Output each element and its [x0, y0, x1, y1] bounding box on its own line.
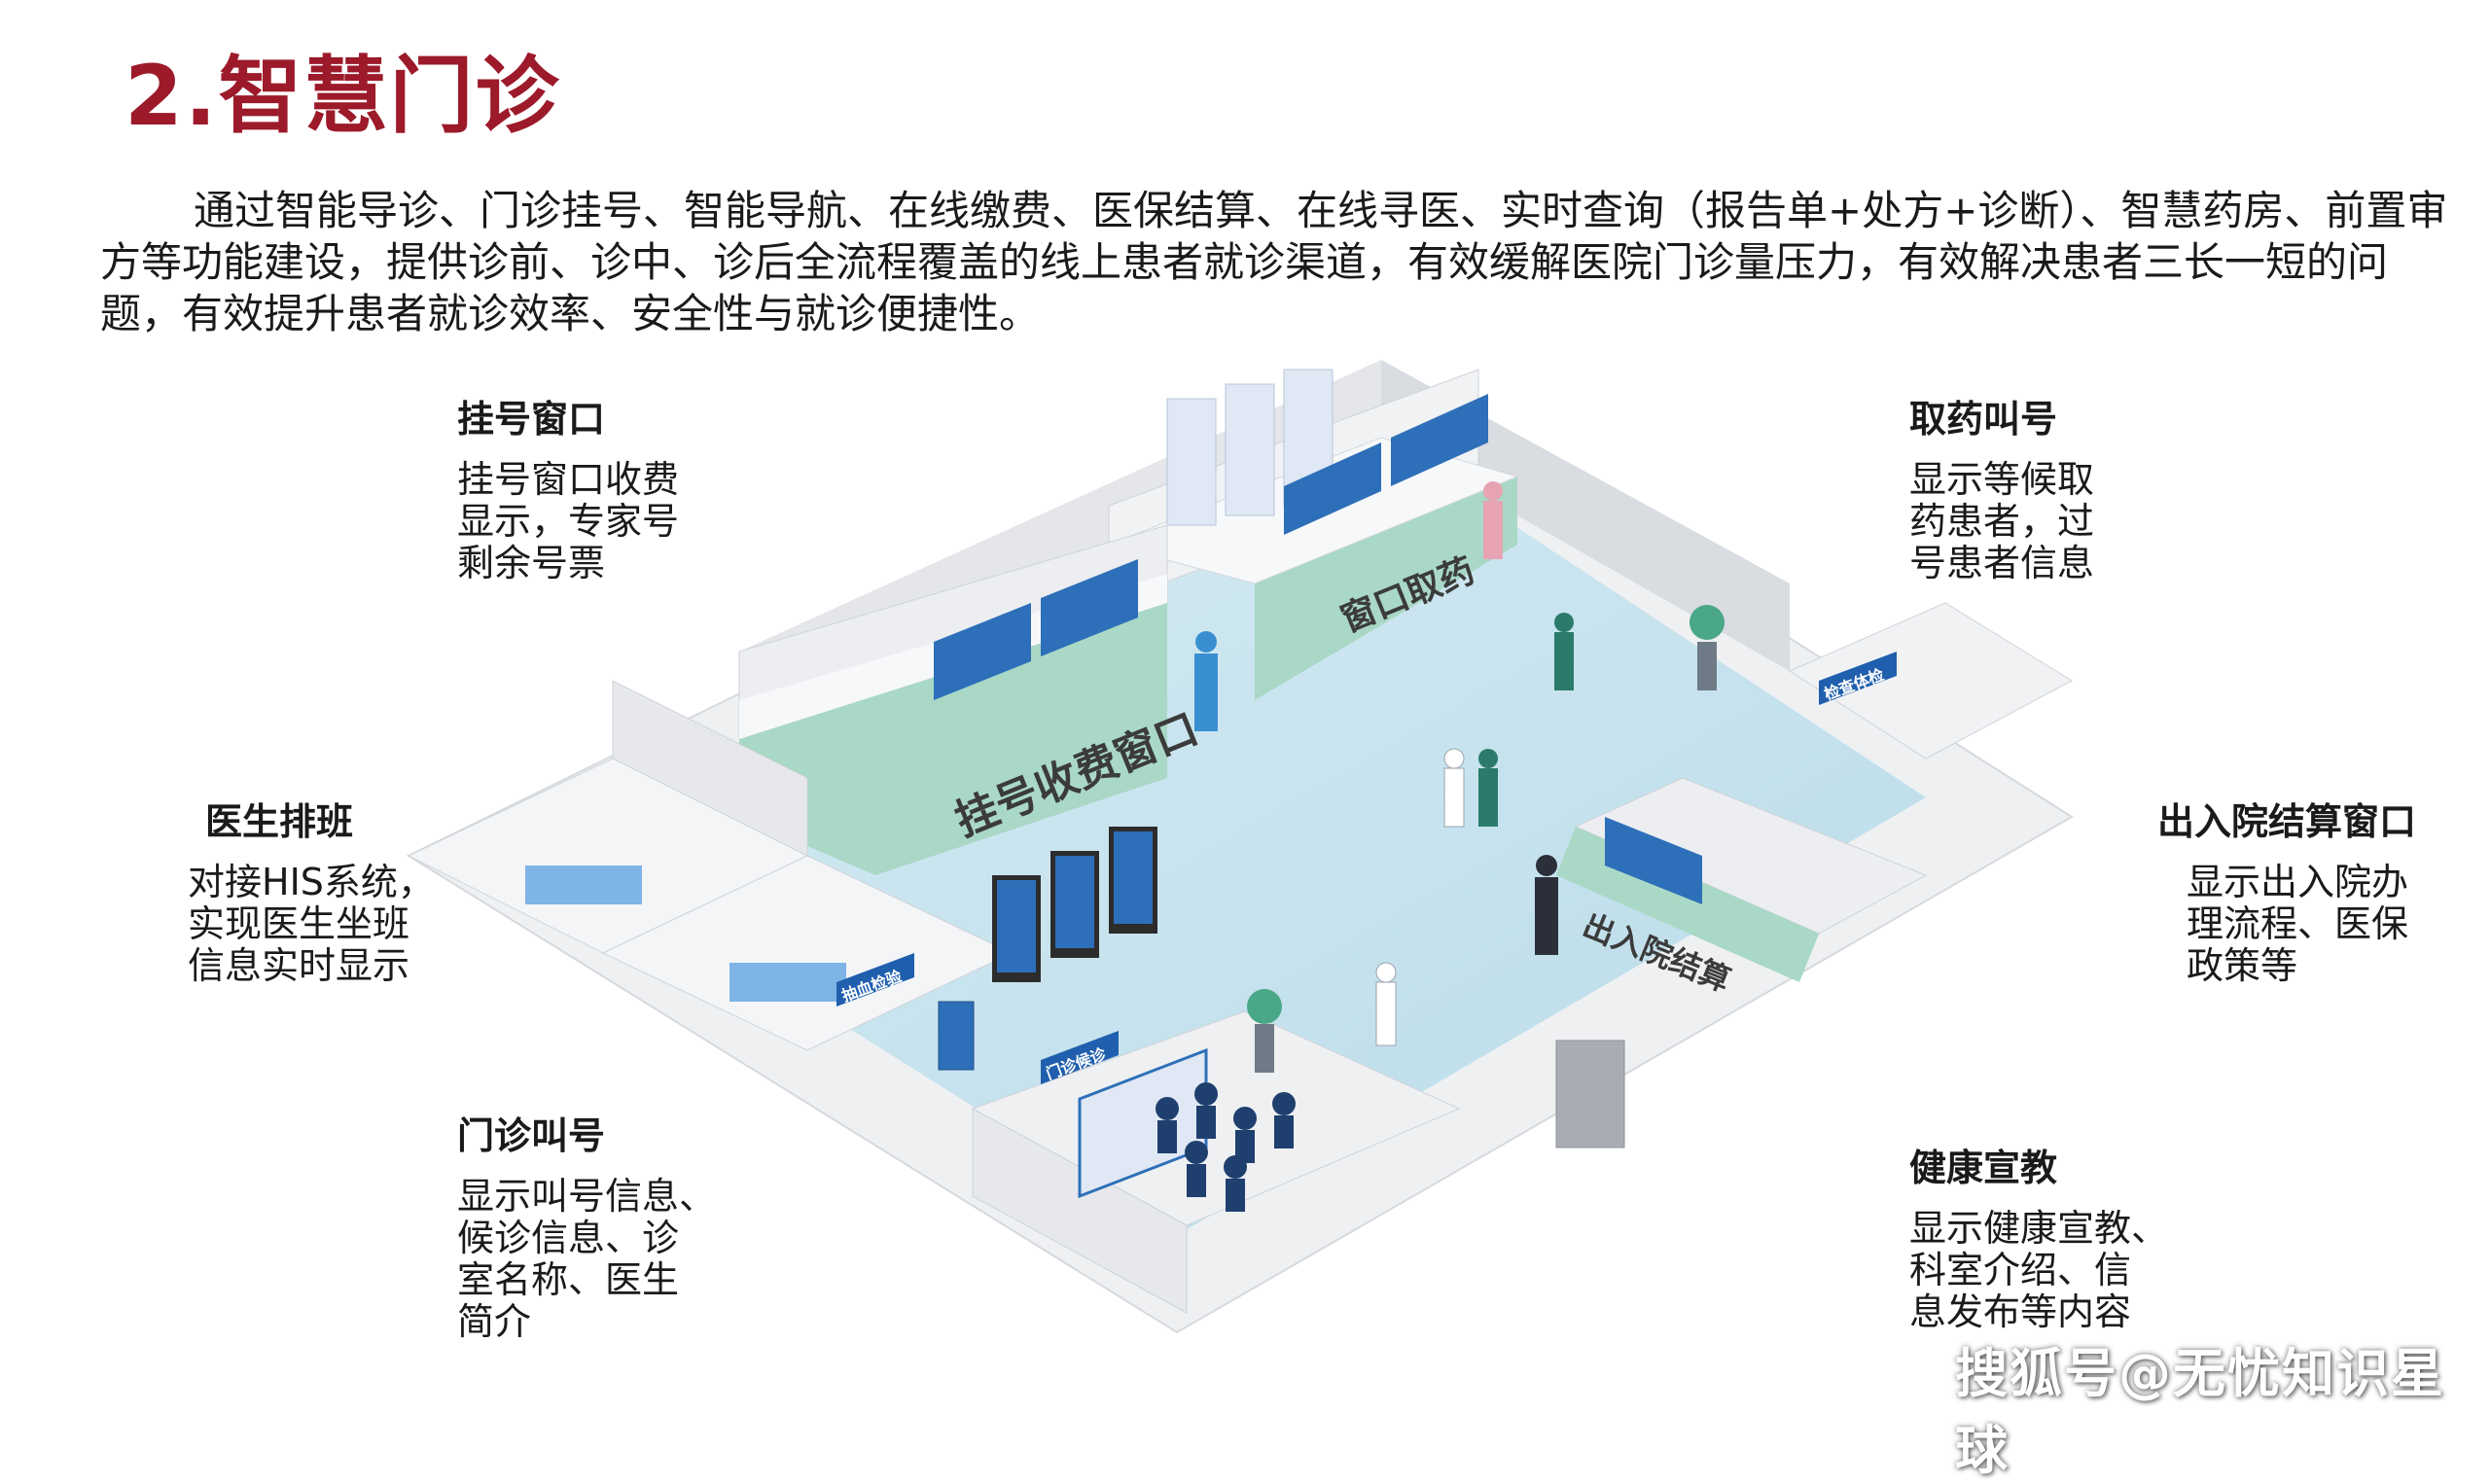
callout-health-title: 健康宣教: [1909, 1147, 2058, 1189]
callout-health-text: 显示健康宣教、 科室介绍、信 息发布等内容: [1909, 1207, 2169, 1333]
corridor-door: [1555, 1040, 1625, 1148]
callout-pharmacy-text: 显示等候取 药患者，过 号患者信息: [1909, 458, 2095, 584]
callout-health-education: 健康宣教 显示健康宣教、 科室介绍、信 息发布等内容: [1909, 1146, 2168, 1333]
desk-2: [729, 963, 846, 1002]
callout-clinic-calling: 门诊叫号 显示叫号信息、 候诊信息、诊 室名称、医生 简介: [457, 1113, 716, 1343]
waiting-room-wall: [972, 1108, 1188, 1314]
potted-plants: [1247, 605, 1725, 1073]
callout-calling-text: 显示叫号信息、 候诊信息、诊 室名称、医生 简介: [457, 1175, 717, 1343]
callout-registration-window: 挂号窗口 挂号窗口收费 显示，专家号 剩余号票: [457, 397, 679, 584]
info-kiosks: [992, 827, 1157, 982]
floor: [545, 438, 1926, 1235]
callout-calling-title: 门诊叫号: [457, 1114, 606, 1157]
callout-settlement-title: 出入院结算窗口: [2157, 800, 2417, 843]
callout-pharmacy-title: 取药叫号: [1909, 398, 2058, 441]
settlement-screen: [1605, 817, 1702, 904]
callout-doctor-scheduling: 医生排班 对接HIS系统， 实现医生坐班 信息实时显示: [188, 799, 435, 987]
hospital-scene-illustration: 窗口取药 挂号收费窗口 抽血检验 门诊候诊: [406, 360, 2074, 1334]
callout-scheduling-title: 医生排班: [205, 800, 354, 843]
waiting-patients: [1156, 1082, 1296, 1212]
intro-paragraph: 通过智能导诊、门诊挂号、智能导航、在线缴费、医保结算、在线寻医、实时查询（报告单…: [100, 187, 2448, 337]
callout-settlement-text: 显示出入院办 理流程、医保 政策等: [2187, 861, 2409, 987]
page-title: 2.智慧门诊: [124, 48, 561, 145]
registration-screens: [934, 559, 1138, 700]
doctor-schedule-screen: [938, 1001, 975, 1071]
desk-1: [525, 866, 642, 904]
pharmacy-counter-front: [1255, 477, 1517, 700]
callout-scheduling-text: 对接HIS系统， 实现医生坐班 信息实时显示: [188, 861, 435, 987]
standing-people: [1194, 481, 1574, 1046]
registration-counter-front: [739, 603, 1167, 875]
watermark: 搜狐号@无忧知识星球: [1955, 1343, 2445, 1481]
callout-registration-text: 挂号窗口收费 显示，专家号 剩余号票: [457, 458, 680, 584]
callout-registration-title: 挂号窗口: [457, 398, 606, 441]
pharmacy-call-screens: [1284, 394, 1488, 535]
callout-pharmacy-calling: 取药叫号 显示等候取 药患者，过 号患者信息: [1909, 397, 2094, 584]
exam-room: [1788, 602, 2074, 760]
callout-settlement-window: 出入院结算窗口 显示出入院办 理流程、医保 政策等: [2157, 799, 2416, 987]
consult-room-wall: [612, 680, 808, 857]
